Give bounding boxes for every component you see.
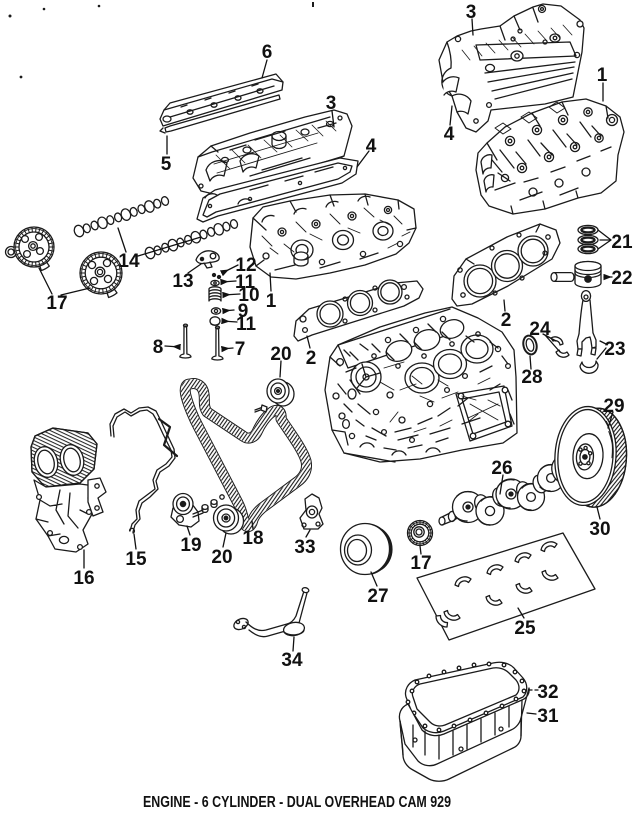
svg-text:1: 1 — [266, 291, 277, 312]
svg-text:2: 2 — [501, 310, 512, 331]
svg-text:18: 18 — [242, 528, 263, 549]
svg-text:20: 20 — [211, 547, 232, 568]
svg-text:30: 30 — [589, 519, 610, 540]
svg-text:34: 34 — [281, 650, 303, 671]
svg-text:14: 14 — [118, 251, 140, 272]
svg-text:17: 17 — [46, 293, 67, 314]
svg-text:12: 12 — [235, 255, 256, 276]
svg-text:2: 2 — [306, 348, 317, 369]
svg-text:20: 20 — [270, 344, 291, 365]
svg-text:23: 23 — [604, 339, 625, 360]
svg-text:3: 3 — [326, 93, 337, 114]
svg-text:24: 24 — [529, 319, 551, 340]
svg-text:6: 6 — [262, 42, 273, 63]
svg-text:33: 33 — [294, 537, 315, 558]
svg-text:4: 4 — [444, 124, 455, 145]
svg-text:27: 27 — [367, 586, 388, 607]
svg-text:26: 26 — [491, 458, 512, 479]
svg-text:25: 25 — [514, 618, 536, 639]
svg-text:1: 1 — [597, 65, 608, 86]
svg-text:29: 29 — [603, 396, 624, 417]
svg-text:15: 15 — [125, 549, 147, 570]
svg-text:11: 11 — [235, 272, 256, 293]
svg-text:21: 21 — [611, 232, 633, 253]
svg-text:32: 32 — [537, 682, 558, 703]
svg-text:28: 28 — [521, 367, 542, 388]
svg-text:7: 7 — [235, 339, 246, 360]
svg-text:22: 22 — [611, 268, 632, 289]
svg-text:16: 16 — [73, 568, 94, 589]
svg-text:5: 5 — [161, 154, 172, 175]
svg-text:8: 8 — [153, 337, 164, 358]
svg-text:4: 4 — [366, 136, 377, 157]
svg-text:ENGINE - 6 CYLINDER - DUAL OVE: ENGINE - 6 CYLINDER - DUAL OVERHEAD CAM … — [143, 794, 451, 811]
svg-text:17: 17 — [410, 553, 431, 574]
svg-text:19: 19 — [180, 535, 201, 556]
svg-text:10: 10 — [238, 285, 259, 306]
svg-text:13: 13 — [172, 271, 193, 292]
svg-text:9: 9 — [238, 301, 249, 322]
svg-text:31: 31 — [537, 706, 559, 727]
svg-text:11: 11 — [236, 314, 257, 335]
svg-text:3: 3 — [466, 2, 477, 23]
